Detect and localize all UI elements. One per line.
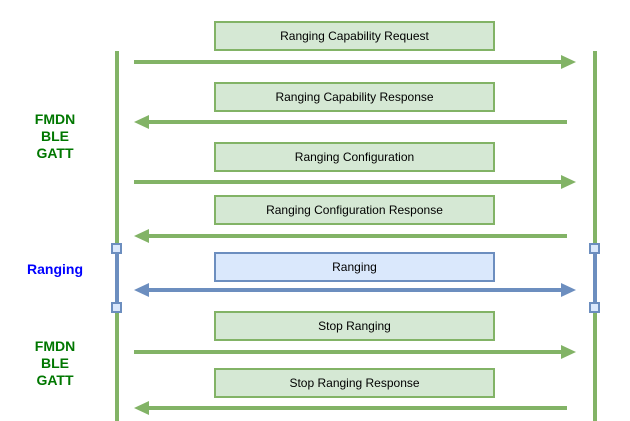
stop-ranging-response-arrow [134,401,567,415]
ranging-segment-handle-left-top[interactable] [111,243,122,254]
ranging-phase-segment-right [593,249,597,307]
arrowhead-left-icon [134,229,149,243]
phase-label-line: BLE [41,355,69,371]
phase-label-line: Ranging [27,261,83,277]
arrow-line [146,120,567,124]
arrow-line [146,288,564,292]
arrow-line [134,350,564,354]
phase-label-fmdn-ble-gatt-bottom: FMDN BLE GATT [10,338,100,389]
arrowhead-left-icon [134,283,149,297]
ranging-segment-handle-left-bottom[interactable] [111,302,122,313]
phase-label-fmdn-ble-gatt-top: FMDN BLE GATT [10,111,100,162]
ranging-phase-segment-left [115,249,119,307]
ranging-capability-request-arrow [134,55,576,69]
ranging-segment-handle-right-top[interactable] [589,243,600,254]
phase-label-ranging: Ranging [10,261,100,278]
ranging-bidirectional-arrow [134,283,576,297]
phase-label-line: GATT [36,145,74,161]
phase-label-line: BLE [41,128,69,144]
arrowhead-left-icon [134,115,149,129]
arrowhead-right-icon [561,345,576,359]
ranging-segment-handle-right-bottom[interactable] [589,302,600,313]
arrow-line [146,234,567,238]
arrow-line [146,406,567,410]
message-box-stop-ranging[interactable]: Stop Ranging [214,311,495,341]
ranging-configuration-response-arrow [134,229,567,243]
arrowhead-right-icon [561,283,576,297]
arrow-line [134,60,564,64]
message-box-ranging-capability-response[interactable]: Ranging Capability Response [214,82,495,112]
message-box-ranging-configuration[interactable]: Ranging Configuration [214,142,495,172]
message-box-ranging-capability-request[interactable]: Ranging Capability Request [214,21,495,51]
ranging-capability-response-arrow [134,115,567,129]
arrowhead-left-icon [134,401,149,415]
message-box-ranging[interactable]: Ranging [214,252,495,282]
phase-label-line: GATT [36,372,74,388]
stop-ranging-arrow [134,345,576,359]
arrowhead-right-icon [561,175,576,189]
phase-label-line: FMDN [34,338,76,354]
message-box-stop-ranging-response[interactable]: Stop Ranging Response [214,368,495,398]
lifeline-left [115,51,119,421]
arrowhead-right-icon [561,55,576,69]
ranging-configuration-arrow [134,175,576,189]
phase-label-line: FMDN [34,111,76,127]
lifeline-right [593,51,597,421]
message-box-ranging-configuration-response[interactable]: Ranging Configuration Response [214,195,495,225]
arrow-line [134,180,564,184]
